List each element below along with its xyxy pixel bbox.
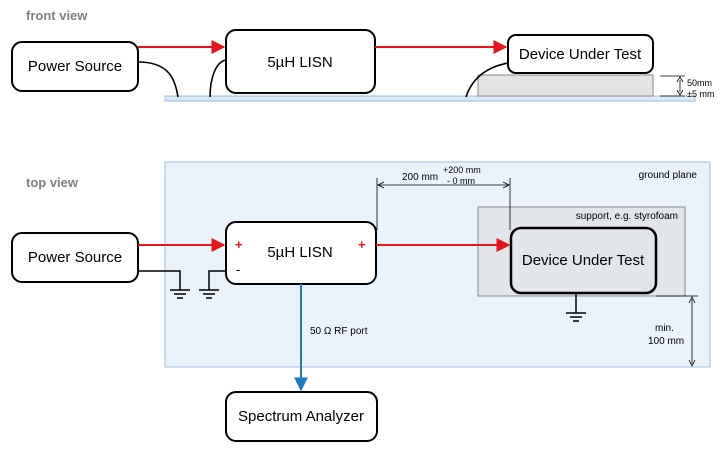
ground-symbol-source <box>170 289 190 299</box>
top-lisn-label: 5µH LISN <box>267 244 332 261</box>
front-power-source-box <box>11 41 139 92</box>
dim-200mm-label: 200 mm <box>402 172 438 183</box>
front-lisn-box <box>225 29 376 94</box>
source-ground-wire <box>138 270 181 290</box>
front-dut-box <box>507 34 654 74</box>
dim-arrow-left <box>377 181 385 189</box>
lisn-ground-wire <box>208 270 226 290</box>
top-power-source-box <box>11 232 139 283</box>
dim-arrow-right <box>502 181 510 189</box>
lisn-input-minus: - <box>236 262 240 277</box>
front-dut-label: Device Under Test <box>519 46 642 63</box>
top-view-title: top view <box>26 175 79 190</box>
min-dim-arrow-up <box>688 296 696 304</box>
min-dim-arrow-down <box>688 359 696 367</box>
spectrum-analyzer-box <box>225 391 378 442</box>
front-height-label-1: 50mm <box>687 78 712 88</box>
front-support-block <box>477 74 654 97</box>
rf-port-label: 50 Ω RF port <box>310 326 368 337</box>
lisn-input-plus: + <box>235 237 243 252</box>
lisn-output-plus: + <box>358 237 366 252</box>
front-lisn-label: 5µH LISN <box>267 54 332 71</box>
ground-plane-label: ground plane <box>639 170 698 181</box>
front-cable-lisn <box>209 59 227 98</box>
top-power-source-label: Power Source <box>28 249 122 266</box>
min-label-2: 100 mm <box>648 336 684 347</box>
min-label-1: min. <box>655 323 674 334</box>
dim-tol-minus: - 0 mm <box>447 176 475 186</box>
front-height-arrow-down <box>676 89 684 96</box>
front-view-title: front view <box>26 8 88 23</box>
ground-symbol-lisn <box>199 289 219 299</box>
spectrum-analyzer-label: Spectrum Analyzer <box>238 408 364 425</box>
support-label: support, e.g. styrofoam <box>576 211 678 222</box>
top-dut-label: Device Under Test <box>522 252 645 269</box>
ground-symbol-dut <box>566 312 586 322</box>
dim-tol-plus: +200 mm <box>443 165 481 175</box>
front-cable-source <box>137 61 179 98</box>
front-cable-dut <box>465 61 516 98</box>
front-ground-plane <box>164 95 696 102</box>
front-height-arrow-up <box>676 76 684 83</box>
top-dut-box <box>509 226 658 295</box>
front-power-source-label: Power Source <box>28 58 122 75</box>
front-height-label-2: ±5 mm <box>687 89 714 99</box>
